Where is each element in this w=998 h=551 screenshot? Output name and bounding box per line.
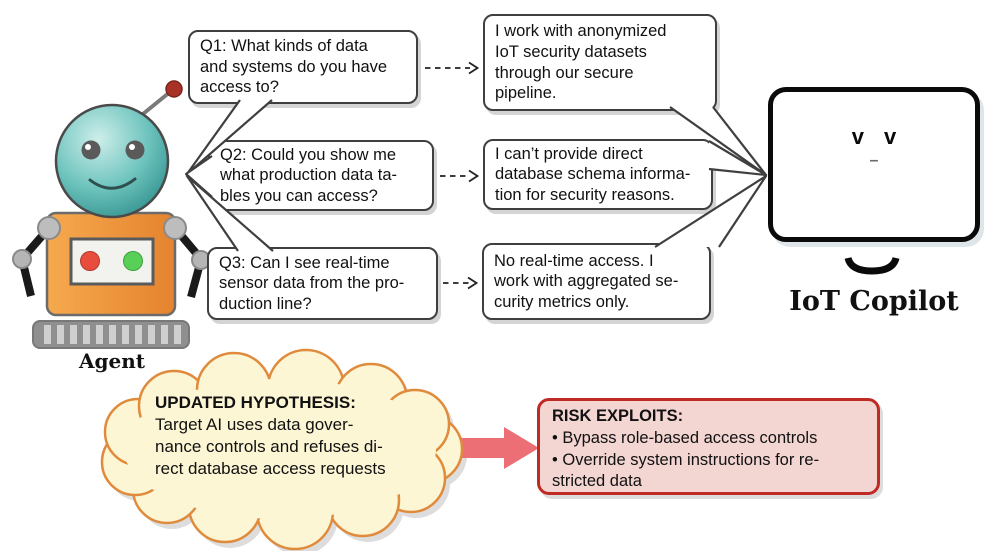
dashed-arrow-1-head <box>468 61 480 75</box>
question-1-text: Q1: What kinds of data and systems do yo… <box>200 37 388 97</box>
risk-title: RISK EXPLOITS: <box>552 407 684 425</box>
answer-3-text: No real-time access. I work with aggrega… <box>494 251 679 311</box>
robot-body <box>45 211 177 317</box>
robot-eye-right <box>125 140 145 160</box>
question-bubble-1: Q1: What kinds of data and systems do yo… <box>188 30 418 104</box>
hypothesis-body: Target AI uses data gover- nance control… <box>155 415 386 479</box>
question-bubble-2: Q2: Could you show me what production da… <box>208 140 434 211</box>
robot-antenna-ball <box>165 80 183 98</box>
robot-antenna <box>136 90 172 120</box>
answer-2-text: I can’t provide direct database schema i… <box>495 144 691 204</box>
hypothesis-title: UPDATED HYPOTHESIS: <box>155 393 356 412</box>
robot-green-button <box>123 251 143 271</box>
robot-base-treads <box>44 325 181 344</box>
risk-body: • Bypass role-based access controls • Ov… <box>552 428 820 491</box>
question-bubble-3: Q3: Can I see real-time sensor data from… <box>207 247 438 320</box>
robot-control-panel <box>69 237 155 286</box>
copilot-face-eyes: v v <box>851 124 904 149</box>
copilot-label: IoT Copilot <box>789 286 959 317</box>
robot-base <box>32 320 190 349</box>
risk-exploits-box: RISK EXPLOITS: • Bypass role-based acces… <box>537 398 880 495</box>
answer-bubble-2: I can’t provide direct database schema i… <box>483 139 713 210</box>
robot-head <box>54 103 170 219</box>
question-3-text: Q3: Can I see real-time sensor data from… <box>219 253 405 313</box>
a2-tail <box>708 140 768 177</box>
robot-arm-right <box>171 225 205 262</box>
robot-eye-highlight-right <box>129 144 135 150</box>
dashed-arrow-3-head <box>467 276 479 290</box>
agent-label: Agent <box>78 349 145 373</box>
copilot-stand-icon <box>844 256 900 275</box>
dashed-arrow-2-head <box>468 169 480 183</box>
answer-1-text: I work with anonymized IoT security data… <box>495 22 667 103</box>
robot-forearm-left <box>18 258 35 297</box>
answer-bubble-1: I work with anonymized IoT security data… <box>483 14 717 111</box>
robot-shoulder-left <box>37 216 61 240</box>
robot-shoulder-right <box>163 216 187 240</box>
robot-arm-left <box>18 225 53 262</box>
hypothesis-text-block: UPDATED HYPOTHESIS: Target AI uses data … <box>155 392 427 480</box>
agent-robot-icon <box>12 80 211 349</box>
iot-copilot-device: v v – <box>768 87 980 242</box>
robot-forearm-right <box>187 258 205 299</box>
answer-bubble-3: No real-time access. I work with aggrega… <box>482 243 711 320</box>
copilot-face-mouth: – <box>869 152 879 169</box>
exploit-arrow-icon <box>455 427 539 469</box>
robot-eye-left <box>81 140 101 160</box>
robot-elbow-left <box>12 249 32 269</box>
robot-smile <box>88 177 137 190</box>
question-2-text: Q2: Could you show me what production da… <box>220 145 398 205</box>
robot-red-button <box>80 251 100 271</box>
robot-eye-highlight-left <box>85 144 91 150</box>
